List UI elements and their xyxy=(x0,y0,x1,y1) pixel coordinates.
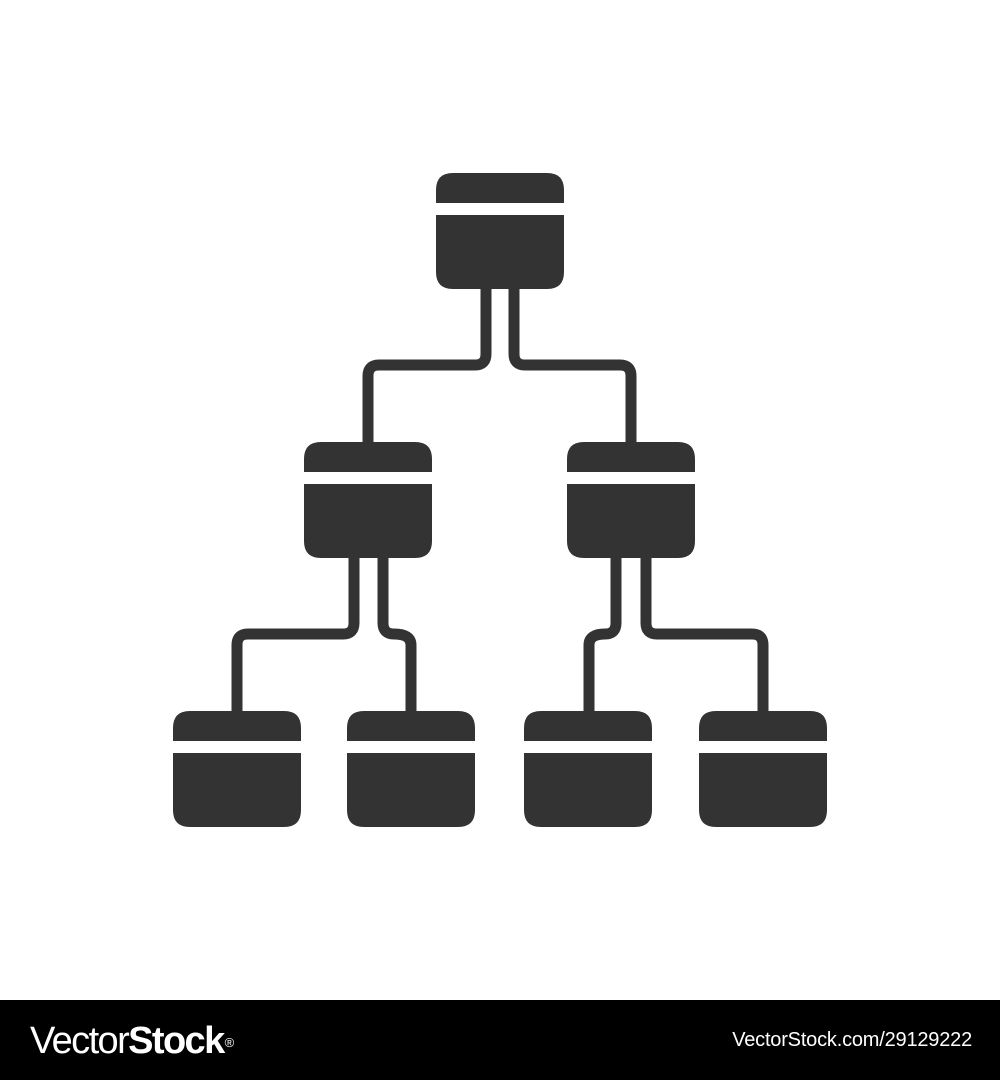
icon-canvas xyxy=(173,173,827,827)
node-level2-right xyxy=(567,442,695,558)
node-level2-left xyxy=(304,442,432,558)
node-leaf-2-header xyxy=(347,711,475,741)
connector-left-leaf-1 xyxy=(231,553,360,717)
watermark-bar: VectorStock® VectorStock.com/29129222 xyxy=(0,1000,1000,1080)
node-level2-right-body xyxy=(567,484,695,558)
node-leaf-4-body xyxy=(699,753,827,827)
node-leaf-3 xyxy=(524,711,652,827)
node-root-body xyxy=(436,215,564,289)
node-leaf-1-header xyxy=(173,711,301,741)
node-level2-left-body xyxy=(304,484,432,558)
connector-lines xyxy=(231,285,769,717)
node-leaf-4-header xyxy=(699,711,827,741)
node-leaf-3-body xyxy=(524,753,652,827)
connector-left-leaf-2 xyxy=(377,553,417,717)
node-leaf-2-body xyxy=(347,753,475,827)
tree-nodes xyxy=(173,173,827,827)
node-root-header xyxy=(436,173,564,203)
connector-right-leaf-3 xyxy=(583,553,622,717)
image-id-text: VectorStock.com/29129222 xyxy=(732,1029,972,1051)
node-leaf-2 xyxy=(347,711,475,827)
logo-word-vector: Vector xyxy=(30,1020,130,1062)
node-leaf-3-header xyxy=(524,711,652,741)
node-leaf-1 xyxy=(173,711,301,827)
connector-right-leaf-4 xyxy=(640,553,769,717)
node-level2-left-header xyxy=(304,442,432,472)
connector-root-right xyxy=(508,285,637,448)
node-leaf-4 xyxy=(699,711,827,827)
node-root xyxy=(436,173,564,289)
registered-mark: ® xyxy=(224,1035,235,1050)
node-leaf-1-body xyxy=(173,753,301,827)
vectorstock-logo: VectorStock® xyxy=(30,1019,234,1063)
node-level2-right-header xyxy=(567,442,695,472)
connector-root-left xyxy=(362,285,492,448)
logo-word-stock: Stock xyxy=(128,1020,225,1062)
hierarchy-tree-icon xyxy=(173,173,827,827)
